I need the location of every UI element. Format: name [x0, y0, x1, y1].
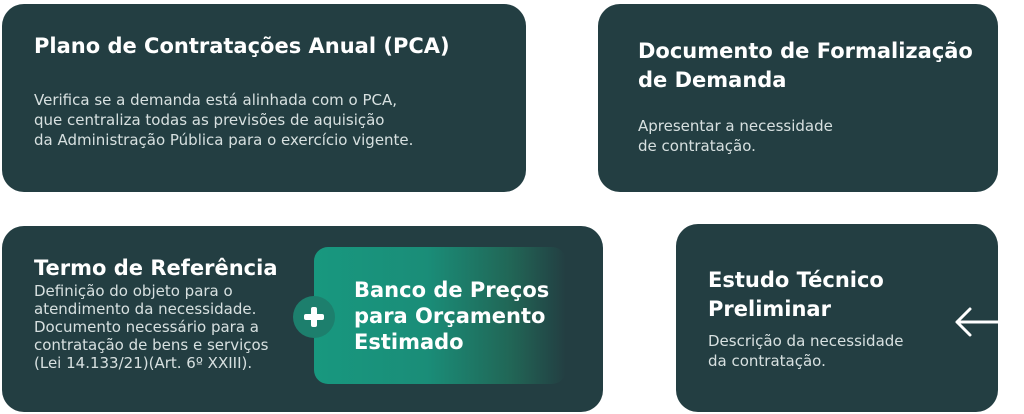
tr-desc-line: Definição do objeto para o	[34, 282, 233, 300]
pca-desc-line: que centraliza todas as previsões de aqu…	[34, 111, 385, 129]
etp-card: Estudo Técnico Preliminar Descrição da n…	[676, 224, 998, 412]
tr-desc-line: (Lei 14.133/21)(Art. 6º XXIII).	[34, 354, 253, 372]
etp-description: Descrição da necessidade da contratação.	[708, 331, 904, 371]
etp-title: Estudo Técnico Preliminar	[708, 266, 884, 324]
banco-title-line: Estimado	[354, 330, 464, 354]
dfd-title: Documento de Formalização de Demanda	[638, 37, 973, 95]
banco-precos-box: Banco de Preços para Orçamento Estimado	[314, 247, 566, 384]
pca-description: Verifica se a demanda está alinhada com …	[34, 90, 413, 150]
pca-desc-line: da Administração Pública para o exercíci…	[34, 131, 414, 149]
tr-desc-line: contratação de bens e serviços	[34, 336, 269, 354]
pca-title: Plano de Contratações Anual (PCA)	[34, 34, 450, 58]
pca-card: Plano de Contratações Anual (PCA) Verifi…	[2, 4, 526, 192]
etp-desc-line: da contratação.	[708, 352, 826, 370]
tr-description: Definição do objeto para o atendimento d…	[34, 282, 268, 372]
banco-title: Banco de Preços para Orçamento Estimado	[354, 277, 549, 355]
etp-title-line: Preliminar	[708, 297, 831, 321]
dfd-card: Documento de Formalização de Demanda Apr…	[598, 4, 998, 192]
dfd-title-line: de Demanda	[638, 68, 787, 92]
tr-title: Termo de Referência	[34, 256, 278, 280]
banco-title-line: Banco de Preços	[354, 278, 550, 302]
etp-desc-line: Descrição da necessidade	[708, 332, 904, 350]
tr-desc-line: atendimento da necessidade.	[34, 300, 257, 318]
pca-desc-line: Verifica se a demanda está alinhada com …	[34, 91, 398, 109]
arrow-left-icon	[955, 307, 1000, 337]
plus-icon	[293, 296, 335, 338]
plus-icon-vertical	[311, 307, 317, 327]
dfd-description: Apresentar a necessidade de contratação.	[638, 116, 833, 156]
banco-title-line: para Orçamento	[354, 304, 546, 328]
dfd-title-line: Documento de Formalização	[638, 39, 973, 63]
dfd-desc-line: Apresentar a necessidade	[638, 117, 833, 135]
dfd-desc-line: de contratação.	[638, 137, 756, 155]
etp-title-line: Estudo Técnico	[708, 268, 884, 292]
tr-desc-line: Documento necessário para a	[34, 318, 259, 336]
